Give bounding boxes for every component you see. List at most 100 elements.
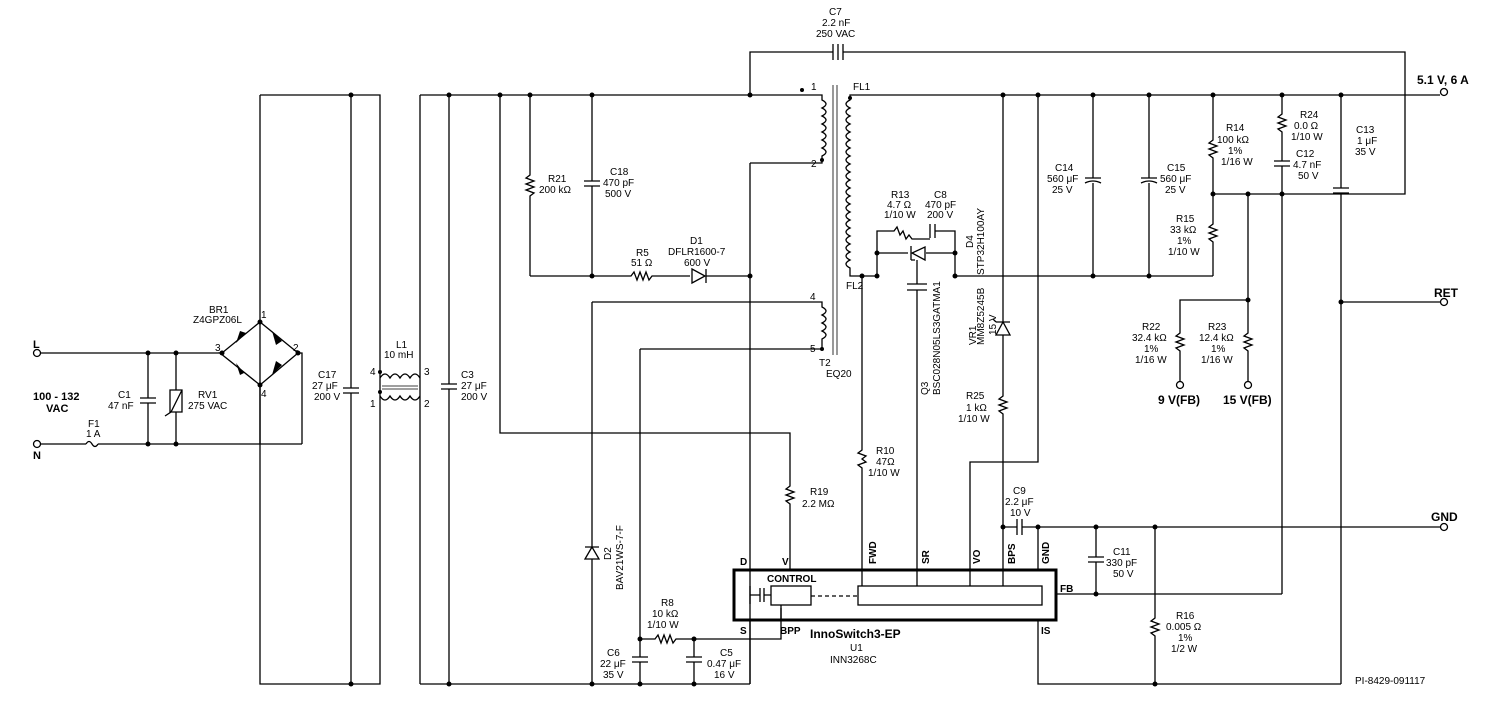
c7-rating: 250 VAC — [816, 29, 855, 40]
c13-value: 1 μF — [1357, 136, 1377, 147]
c8-rating: 200 V — [927, 210, 953, 221]
r24-ref: R24 — [1300, 110, 1319, 121]
secondary-rectifier-section: R13 4.7 Ω 1/10 W C8 470 pF 200 V D4 STP3… — [856, 92, 1213, 586]
neutral-terminal — [32, 439, 42, 449]
br1-pin4: 4 — [261, 389, 267, 400]
gnd-terminal — [1439, 522, 1449, 532]
pin-bpp: BPP — [780, 626, 801, 637]
f1-ref: F1 — [88, 419, 100, 430]
r16-ref: R16 — [1176, 611, 1195, 622]
r22-tol: 1% — [1144, 344, 1159, 355]
pin-gnd: GND — [1041, 542, 1052, 564]
ret-terminal — [1439, 297, 1449, 307]
pin-is: IS — [1041, 626, 1051, 637]
pin-bps: BPS — [1007, 543, 1018, 564]
u1-value: INN3268C — [830, 655, 877, 666]
r21-ref: R21 — [548, 174, 567, 185]
u1-primary-switch — [749, 586, 771, 604]
r22-rating: 1/16 W — [1135, 355, 1167, 366]
r15-tol: 1% — [1177, 236, 1192, 247]
c14-rating: 25 V — [1052, 185, 1073, 196]
c18-value: 470 pF — [603, 178, 634, 189]
r22-ref: R22 — [1142, 322, 1161, 333]
pin-sr: SR — [921, 549, 932, 564]
u1-family: InnoSwitch3-EP — [810, 627, 901, 641]
t2-fl1: FL1 — [853, 82, 871, 93]
pin-vo: VO — [972, 549, 983, 564]
ret-label: RET — [1434, 286, 1459, 300]
br1-pin3: 3 — [215, 343, 221, 354]
r10-rating: 1/10 W — [868, 468, 900, 479]
c8-value: 470 pF — [925, 200, 956, 211]
t2-value: EQ20 — [826, 369, 852, 380]
vout-label: 5.1 V, 6 A — [1417, 73, 1469, 87]
d2-value: BAV21WS-7-F — [615, 525, 626, 590]
r15-value: 33 kΩ — [1170, 225, 1197, 236]
r8-value: 10 kΩ — [652, 609, 679, 620]
c13-ref: C13 — [1356, 125, 1375, 136]
t2-ref: T2 — [819, 358, 831, 369]
rv1-value: 275 VAC — [188, 401, 227, 412]
c6-value: 22 μF — [600, 659, 626, 670]
c5-ref: C5 — [720, 648, 733, 659]
br1-pin1: 1 — [261, 310, 267, 321]
br1-value: Z4GPZ06L — [193, 315, 242, 326]
c1-value: 47 nF — [108, 401, 134, 412]
r25-ref: R25 — [966, 391, 985, 402]
d4-ref: D4 — [965, 235, 976, 248]
c12-rating: 50 V — [1298, 171, 1319, 182]
c12-ref: C12 — [1296, 149, 1315, 160]
c13-rating: 35 V — [1355, 147, 1376, 158]
d1-rating: 600 V — [684, 258, 710, 269]
gnd-label: GND — [1431, 510, 1458, 524]
pin-d: D — [740, 557, 747, 568]
rv1-ref: RV1 — [198, 390, 218, 401]
r19-ref: R19 — [810, 487, 829, 498]
d4-value: STP32H100AY — [976, 208, 987, 275]
c5-rating: 16 V — [714, 670, 735, 681]
r16-rating: 1/2 W — [1171, 644, 1198, 655]
fb9-terminal — [1175, 380, 1185, 390]
c18-rating: 500 V — [605, 189, 631, 200]
l1-value: 10 mH — [384, 350, 413, 361]
line-label: L — [33, 339, 40, 351]
t2-pin5: 5 — [810, 344, 816, 355]
fuse-f1 — [85, 440, 99, 448]
neutral-label: N — [33, 450, 41, 462]
output-section: C14 560 μF 25 V C15 560 μF 25 V R14 100 … — [1047, 73, 1469, 684]
r5-value: 51 Ω — [631, 258, 653, 269]
q3-ref: Q3 — [920, 381, 931, 395]
r15-ref: R15 — [1176, 214, 1195, 225]
pin-fb: FB — [1060, 584, 1073, 595]
r23-ref: R23 — [1208, 322, 1227, 333]
c11-value: 330 pF — [1106, 558, 1137, 569]
pin-v: V — [782, 557, 789, 568]
br1-ref: BR1 — [209, 305, 229, 316]
c3-value: 27 μF — [461, 381, 487, 392]
controller-ic-u1: CONTROL InnoSwitch3-EP U1 INN3268C D V F… — [732, 541, 1073, 684]
fb15-terminal — [1243, 380, 1253, 390]
common-mode-choke-l1: L1 10 mH 4 1 3 2 — [370, 340, 430, 410]
line-terminal — [32, 348, 42, 358]
c15-value: 560 μF — [1160, 174, 1191, 185]
primary-clamp-section: R21 200 kΩ C18 470 pF 500 V R5 51 Ω D1 D… — [524, 7, 1406, 285]
l1-pin2: 2 — [424, 399, 430, 410]
d1-value: DFLR1600-7 — [668, 247, 726, 258]
r8-rating: 1/10 W — [647, 620, 679, 631]
pin-fwd: FWD — [868, 541, 879, 564]
c3-ref: C3 — [461, 370, 474, 381]
r24-value: 0.0 Ω — [1294, 121, 1319, 132]
c9-value: 2.2 μF — [1005, 497, 1034, 508]
c15-ref: C15 — [1167, 163, 1186, 174]
c12-value: 4.7 nF — [1293, 160, 1321, 171]
c15-rating: 25 V — [1165, 185, 1186, 196]
bias-section: D2 BAV21WS-7-F R8 10 kΩ 1/10 W C6 22 μF … — [497, 92, 835, 687]
vr1-value: MM8Z5245B — [976, 287, 987, 345]
r13-value: 4.7 Ω — [887, 200, 912, 211]
c17-value: 27 μF — [312, 381, 338, 392]
c7-ref: C7 — [829, 7, 842, 18]
drawing-number: PI-8429-091117 — [1355, 676, 1426, 687]
f1-value: 1 A — [86, 429, 101, 440]
t2-pin1: 1 — [811, 82, 817, 93]
